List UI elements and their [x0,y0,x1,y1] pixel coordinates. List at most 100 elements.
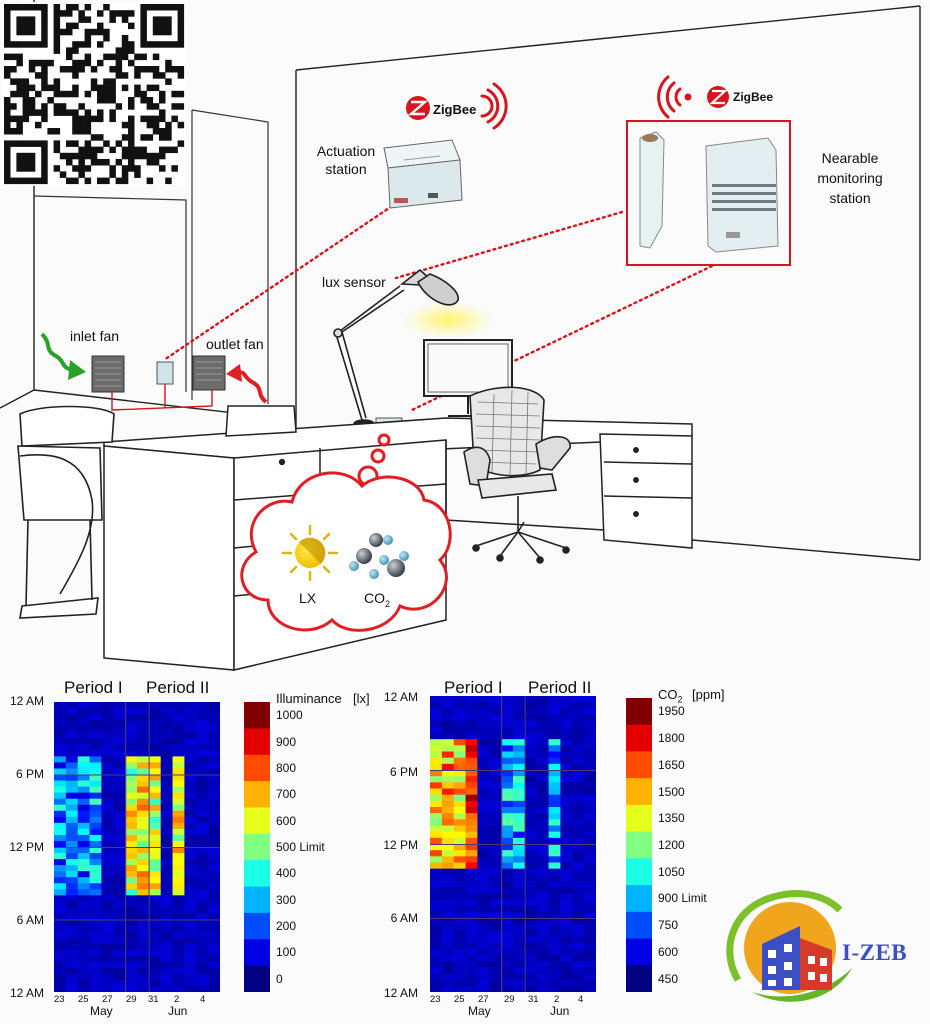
qr-module [10,177,17,185]
heatmap-cell [77,985,90,992]
qr-module [35,4,42,11]
monitoring-label-line1: Nearable [821,150,879,166]
heatmap-cell [453,961,466,968]
heatmap-cell [465,862,478,870]
heatmap-cell [77,714,90,721]
heatmap-cell [441,813,455,820]
heatmap-cell [441,763,455,771]
heatmap-cell [524,856,538,863]
heatmap-cell [196,756,209,763]
qr-module [159,97,166,104]
heatmap-cell [465,868,478,876]
heatmap-cell [536,788,549,796]
heatmap-cell [113,949,126,957]
heatmap-cell [196,973,209,981]
heatmap-cell [208,720,220,727]
heatmap-cell [441,794,455,802]
qr-module [128,10,135,17]
qr-module [90,146,98,154]
heatmap-cell [184,726,197,733]
heatmap-cell [113,895,126,902]
heatmap-cell [584,813,596,820]
heatmap-cell [184,847,197,854]
qr-module [59,152,67,160]
heatmap-cell [184,853,197,860]
heatmap-cell [113,937,126,945]
heatmap-cell [77,762,90,769]
heatmap-cell [584,807,596,814]
colorbar-tick-label: 1200 [658,838,685,852]
heatmap-cell [65,949,79,957]
heatmap-cell [113,865,126,872]
heatmap-cell [196,943,209,951]
heatmap-cell [548,955,561,962]
qr-module [103,90,110,98]
heatmap-cell [184,750,197,757]
heatmap-cell [560,955,573,962]
heatmap-cell [560,726,573,734]
qr-module [103,140,110,147]
qr-module [109,16,116,23]
qr-module [84,41,92,48]
colorbar-step [244,860,270,888]
heatmap-cell [77,931,90,939]
heatmap-cell [524,844,538,851]
heatmap-cell [441,979,455,987]
qr-module [140,28,147,36]
qr-module [140,134,147,141]
heatmap-cell [89,774,102,781]
heatmap-cell [477,739,490,746]
chart2-ytick-0: 12 AM [383,690,418,704]
heatmap-cell [584,905,596,913]
heatmap-cell [513,714,526,722]
heatmap-cell [501,819,514,826]
heatmap-cell [430,948,443,956]
heatmap-cell [148,955,162,963]
heatmap-cell [465,782,478,789]
heatmap-cell [208,726,220,733]
heatmap-cell [184,786,197,794]
heatmap-cell [430,782,443,789]
actuation-station-device [383,139,463,209]
heatmap-cell [441,942,455,950]
heatmap-cell [196,750,209,757]
qr-module [72,165,79,172]
heatmap-cell [536,985,549,992]
qr-module [28,140,36,147]
qr-module [78,128,85,135]
qr-module [165,66,172,73]
heatmap-cell [54,750,67,757]
heatmap-cell [137,822,150,830]
heatmap-cell [196,847,209,854]
heatmap-cell [441,708,455,715]
heatmap-cell [465,918,478,925]
qr-module [165,41,172,48]
heatmap-cell [184,925,197,932]
heatmap-cell [572,911,585,919]
heatmap-cell [572,708,585,715]
qr-module [53,41,61,48]
heatmap-cell [477,837,490,845]
heatmap-cell [125,774,138,781]
heatmap-cell [453,899,466,907]
heatmap-cell [160,949,173,957]
heatmap-cell [524,862,538,870]
qr-module [140,4,147,11]
heatmap-cell [584,714,596,722]
heatmap-cell [65,822,79,830]
qr-module [28,28,36,36]
heatmap-cell [65,840,79,848]
heatmap-cell [160,786,173,794]
heatmap-cell [536,911,549,919]
heatmap-cell [465,850,478,857]
heatmap-cell [572,924,585,931]
qr-module [146,177,154,185]
heatmap-cell [172,913,185,920]
heatmap-cell [101,901,114,908]
heatmap-cell [113,919,126,926]
office-chair [463,386,571,564]
heatmap-cell [148,726,162,733]
heatmap-cell [513,955,526,962]
heatmap-cell [125,738,138,745]
qr-module [103,28,110,36]
